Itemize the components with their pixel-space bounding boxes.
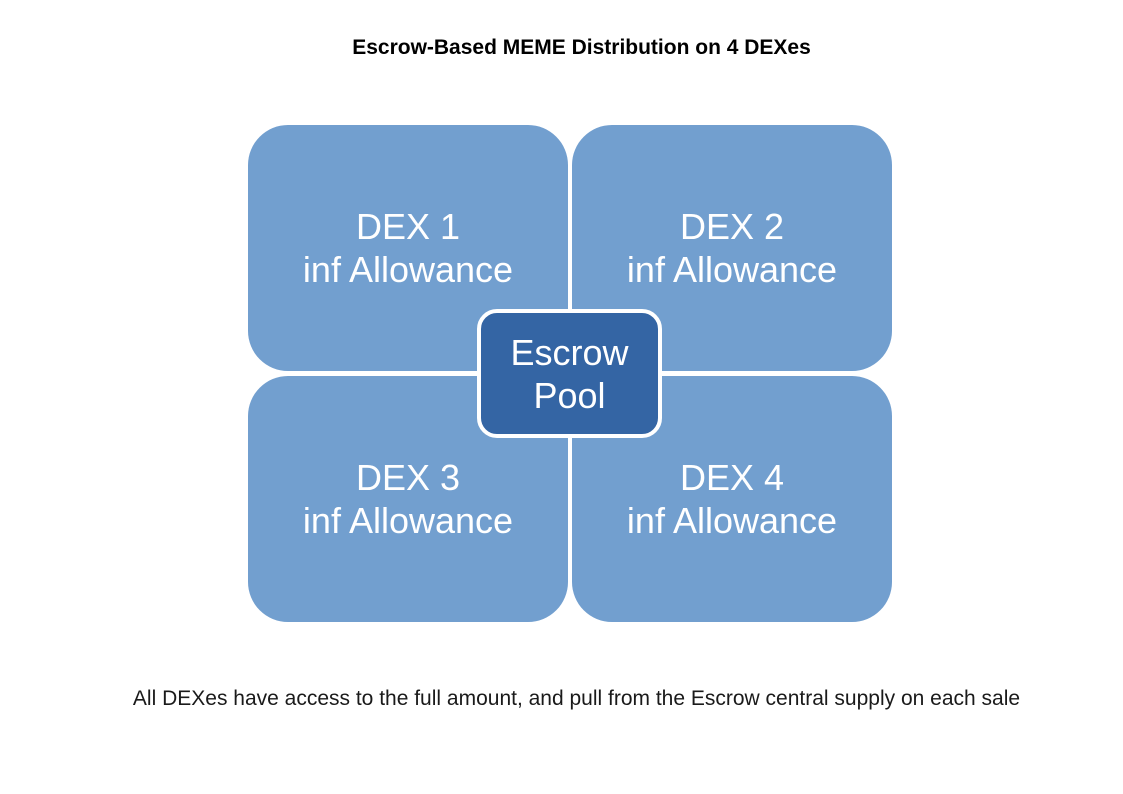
- dex-4-name: DEX 4: [679, 457, 785, 498]
- escrow-pool-line-1: Escrow: [510, 332, 629, 373]
- dex-2-name: DEX 2: [679, 206, 785, 247]
- dex-2-allowance: inf Allowance: [626, 249, 838, 290]
- diagram-caption: All DEXes have access to the full amount…: [132, 687, 1021, 710]
- dex-3-name: DEX 3: [355, 457, 461, 498]
- diagram-title: Escrow-Based MEME Distribution on 4 DEXe…: [352, 36, 811, 59]
- escrow-pool-line-2: Pool: [533, 375, 606, 416]
- escrow-pool-box: Escrow Pool: [477, 309, 662, 438]
- dex-4-allowance: inf Allowance: [626, 500, 838, 541]
- dex-1-box: DEX 1 inf Allowance: [248, 125, 568, 371]
- dex-1-allowance: inf Allowance: [302, 249, 514, 290]
- dex-3-allowance: inf Allowance: [302, 500, 514, 541]
- dex-1-name: DEX 1: [355, 206, 461, 247]
